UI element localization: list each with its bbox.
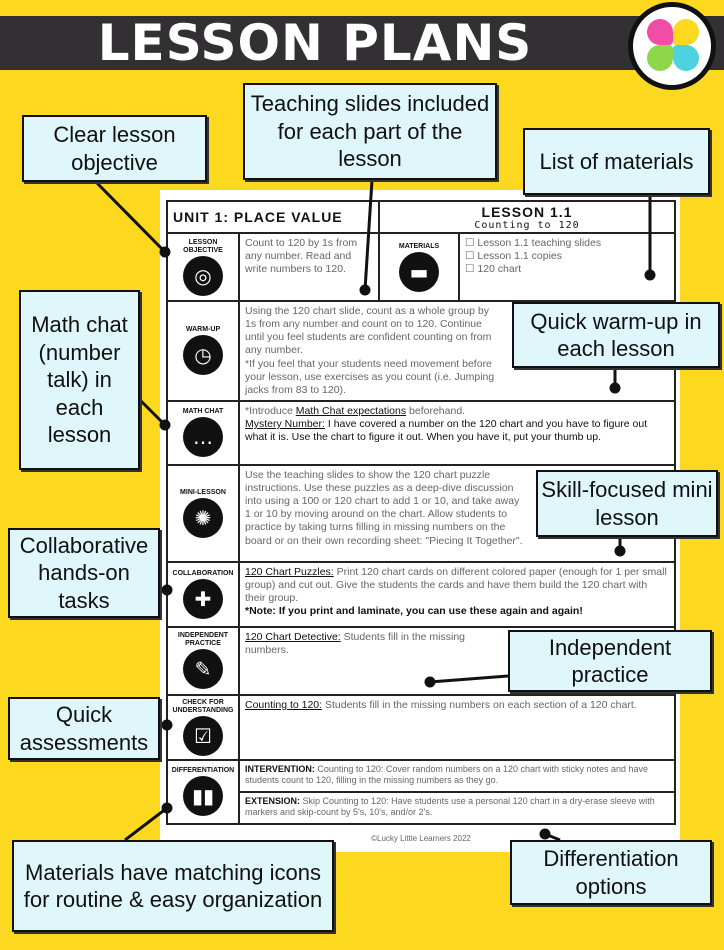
- lightbulb-icon: ✺: [183, 497, 223, 538]
- callout-icons: Materials have matching icons for routin…: [12, 840, 334, 932]
- header-bar: [0, 16, 724, 70]
- warmup-label: WARM-UP: [185, 326, 221, 334]
- stopwatch-icon: ◷: [183, 335, 223, 376]
- mini-lesson-label: MINI-LESSON: [180, 488, 226, 496]
- page-title: LESSON PLANS: [97, 14, 533, 72]
- differentiation-label: DIFFERENTIATION: [171, 767, 235, 775]
- copyright-footer: ©Lucky Little Learners 2022: [371, 834, 471, 843]
- callout-materials: List of materials: [523, 128, 710, 195]
- callout-slides: Teaching slides included for each part o…: [243, 83, 497, 180]
- callout-differentiation: Differentiation options: [510, 840, 712, 905]
- unit-title: UNIT 1: PLACE VALUE: [165, 200, 381, 234]
- checkbox-icon: ☑: [183, 715, 223, 756]
- math-chat-text: *Introduce Math Chat expectations before…: [238, 399, 676, 466]
- callout-warmup: Quick warm-up in each lesson: [512, 302, 720, 368]
- callout-collaborative: Collaborative hands-on tasks: [8, 528, 160, 618]
- clover-logo-icon: [628, 2, 716, 90]
- warmup-text: Using the 120 chart slide, count as a wh…: [238, 300, 676, 402]
- objective-label: LESSON OBJECTIVE: [183, 238, 223, 254]
- check-label: CHECK FOR UNDERSTANDING: [172, 698, 234, 714]
- lesson-number: LESSON 1.1: [481, 203, 573, 220]
- callout-assessments: Quick assessments: [8, 697, 160, 760]
- callout-mini-lesson: Skill-focused mini lesson: [536, 470, 718, 537]
- extension-text: EXTENSION: Skip Counting to 120: Have st…: [238, 790, 676, 825]
- chat-bubbles-icon: …: [183, 417, 223, 458]
- bar-chart-icon: ▮▮: [183, 776, 223, 817]
- collaboration-label: COLLABORATION: [172, 569, 234, 577]
- check-understanding-text: Counting to 120: Students fill in the mi…: [238, 693, 676, 761]
- materials-label: MATERIALS: [398, 242, 440, 250]
- lesson-objective-icon: ◎: [183, 255, 223, 296]
- callout-math-chat: Math chat (number talk) in each lesson: [19, 290, 140, 470]
- lesson-subtitle: Counting to 120: [474, 219, 580, 231]
- objective-text: Count to 120 by 1s from any number. Read…: [237, 232, 381, 302]
- puzzle-icon: ✚: [183, 578, 223, 619]
- materials-list: ☐ Lesson 1.1 teaching slides☐ Lesson 1.1…: [458, 232, 676, 302]
- intervention-text: INTERVENTION: Counting to 120: Cover ran…: [238, 758, 676, 793]
- math-chat-label: MATH CHAT: [182, 408, 224, 416]
- callout-independent: Independent practice: [508, 630, 712, 692]
- worksheet-pencil-icon: ✎: [183, 649, 223, 690]
- collaboration-text: 120 Chart Puzzles: Print 120 chart cards…: [238, 560, 676, 628]
- callout-objective: Clear lesson objective: [22, 115, 207, 182]
- independent-label: INDEPENDENT PRACTICE: [177, 632, 229, 648]
- materials-folder-icon: ▬: [399, 251, 440, 292]
